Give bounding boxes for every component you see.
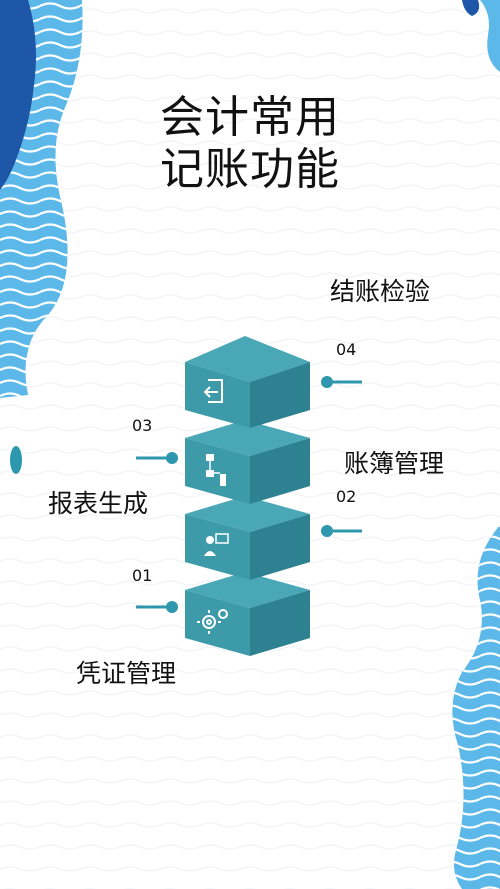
connector-01 xyxy=(136,601,178,613)
page-title-line2: 记账功能 xyxy=(160,144,340,195)
top-right-wave-shape xyxy=(462,0,500,72)
presenter-icon xyxy=(204,533,229,556)
step-02-label: 账簿管理 xyxy=(344,449,445,478)
step-01-number: 01 xyxy=(132,566,153,585)
box-01 xyxy=(185,572,310,656)
box-03 xyxy=(185,420,310,504)
left-wave-shape xyxy=(0,0,83,398)
step-01-label: 凭证管理 xyxy=(76,659,177,688)
box-04 xyxy=(185,336,310,428)
connector-02 xyxy=(321,525,362,537)
step-02-number: 02 xyxy=(336,487,357,506)
connector-03 xyxy=(136,452,178,464)
step-03-number: 03 xyxy=(132,416,153,435)
page-title-line1: 会计常用 xyxy=(160,92,340,143)
step-04-label: 结账检验 xyxy=(330,277,431,306)
step-04-number: 04 xyxy=(336,340,357,359)
step-03-label: 报表生成 xyxy=(48,489,149,518)
gears-icon xyxy=(197,609,228,634)
box-stack xyxy=(185,336,310,656)
flowchart-icon xyxy=(206,454,226,486)
connector-04 xyxy=(321,376,362,388)
accent-dot xyxy=(10,446,22,474)
exit-icon xyxy=(203,379,223,403)
bottom-right-wave-shape xyxy=(452,525,500,889)
box-02 xyxy=(185,496,310,580)
